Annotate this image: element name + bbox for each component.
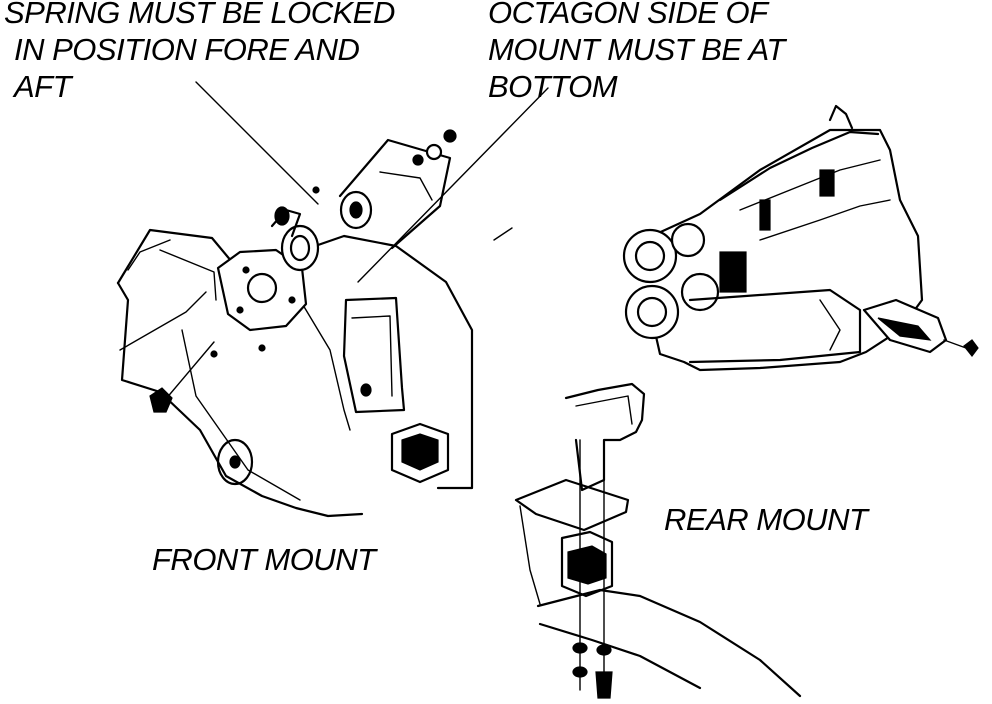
bracket-nut (412, 154, 424, 166)
frame-bolt-axis (164, 341, 215, 401)
plate-bolt-hole (242, 266, 250, 274)
mount-plate-boss (246, 272, 278, 304)
spring-callout-line-1: SPRING MUST BE LOCKED (4, 0, 395, 30)
spring-leader-line (195, 81, 319, 205)
bracket-nut-2 (443, 129, 457, 143)
rear-mount-core (567, 545, 607, 585)
octagon-callout-line-1: OCTAGON SIDE OF (488, 0, 768, 30)
side-bracket (342, 296, 406, 414)
engine-block-outline (628, 128, 924, 372)
engine-rear-bolt (963, 339, 979, 357)
spring-lock-callout: SPRING MUST BE LOCKED IN POSITION FORE A… (4, 0, 395, 105)
frame-outline (116, 228, 474, 490)
frame-bolt-washer (210, 350, 218, 358)
mount-cushion (280, 224, 320, 272)
oil-pan (688, 288, 862, 364)
alternator-pulley (670, 222, 706, 258)
plate-bolt-hole (288, 296, 296, 304)
rear-bracket-plate (514, 478, 630, 532)
octagon-callout-line-3: BOTTOM (488, 69, 618, 104)
front-mount-drawing (116, 81, 549, 518)
frame-lower-edge (116, 281, 364, 518)
distributor (828, 104, 854, 130)
frame-crease-2 (159, 249, 217, 301)
mount-cushion-core (289, 234, 311, 262)
frame-bolt (149, 387, 173, 413)
frame-hole-center (229, 455, 241, 469)
retainer-spring-end (274, 206, 290, 226)
rear-mount-drawing (514, 382, 802, 699)
bracket-washer (425, 143, 443, 161)
spring-pin (312, 186, 320, 194)
side-bracket-hole (360, 383, 372, 397)
frame-inner-edge-2 (299, 299, 351, 431)
frame-flange (127, 239, 171, 271)
engine-bracket-rib (379, 171, 433, 201)
frame-hole (216, 438, 254, 486)
octagon-side-callout: OCTAGON SIDE OF MOUNT MUST BE AT BOTTOM (488, 0, 785, 105)
intake-runner-2 (759, 199, 891, 241)
rear-bolt (595, 671, 613, 699)
engine-detail (759, 199, 771, 231)
engine-detail-3 (819, 169, 835, 197)
engine-rear-bracket-face (877, 317, 932, 341)
lower-mount-block-face (401, 433, 439, 471)
crossmember-left (519, 505, 541, 605)
engine-rear-bolt-axis (943, 339, 967, 349)
lower-pulley-hub (636, 296, 668, 328)
frame-inner-edge (181, 329, 301, 501)
octagon-callout-line-2: MOUNT MUST BE AT (488, 32, 785, 67)
rear-nut (572, 642, 588, 654)
front-mount-label: FRONT MOUNT (152, 542, 376, 577)
octagon-mount-core (349, 201, 363, 219)
engine-detail-2 (719, 251, 747, 293)
side-bracket-rib (351, 315, 393, 397)
lower-pulley (624, 284, 680, 340)
rear-washer (572, 666, 588, 678)
tailshaft-edge (575, 395, 633, 425)
spring-callout-line-2: IN POSITION FORE AND (14, 32, 360, 67)
idler-pulley (680, 272, 720, 312)
plate-bolt-hole (236, 306, 244, 314)
upper-pulley (622, 228, 678, 284)
frame-crease (119, 291, 207, 351)
oil-pan-edge (819, 299, 841, 351)
upper-pulley-hub (634, 240, 666, 272)
engine-bracket (338, 138, 452, 250)
crossmember-bottom (538, 622, 702, 690)
octagon-leader-line (357, 87, 549, 283)
transmission-tailshaft (564, 382, 646, 492)
crossmember-top (536, 588, 802, 698)
stray-mark (493, 227, 513, 241)
rear-nut-2 (596, 644, 612, 656)
rear-mount-label: REAR MOUNT (664, 502, 868, 537)
spring-callout-line-3: AFT (14, 69, 72, 104)
engine-drawing (622, 104, 979, 372)
frame-stud (258, 344, 266, 352)
intake-manifold (718, 130, 880, 202)
